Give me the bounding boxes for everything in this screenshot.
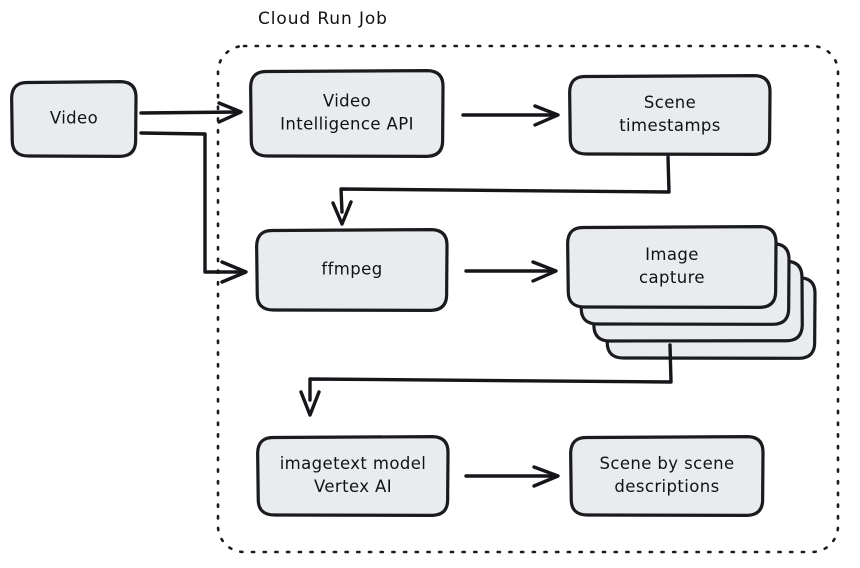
connector-scene-timestamps-to-ffmpeg [331,155,671,226]
node-image-capture-shape[interactable] [566,225,778,309]
connector-ffmpeg-to-image-capture-arrowhead-icon [531,260,558,283]
node-video-shape[interactable] [10,80,138,158]
connector-image-capture-to-imagetext-model [299,343,673,417]
cloud-run-job-group-label: Cloud Run Job [258,9,388,29]
connector-scene-timestamps-to-ffmpeg-line [339,155,671,214]
connector-video-intelligence-api-to-scene-timestamps-arrowhead-icon [533,104,560,127]
connector-image-capture-to-imagetext-model-arrowhead-icon [299,390,321,417]
connector-video-to-video-intelligence-api-line [139,110,241,115]
connector-imagetext-model-to-scene-descriptions [464,465,560,488]
node-imagetext-model-vertex-ai-shape[interactable] [256,435,450,517]
connector-video-to-ffmpeg [139,131,248,284]
cloud-run-job-group-frame [216,44,840,554]
connectors-layer [139,101,673,488]
connector-scene-timestamps-to-ffmpeg-arrowhead-icon [331,200,353,226]
node-scene-by-scene-descriptions-shape[interactable] [569,435,765,517]
node-video-intelligence-api-shape[interactable] [249,69,445,158]
node-scene-timestamps-shape[interactable] [568,74,772,156]
node-ffmpeg[interactable]: ffmpeg [255,228,449,312]
connector-video-to-ffmpeg-arrowhead-icon [220,260,248,284]
connector-ffmpeg-to-image-capture [464,260,558,283]
connector-imagetext-model-to-scene-descriptions-arrowhead-icon [532,465,560,488]
connector-image-capture-to-imagetext-model-line [308,343,673,402]
node-video[interactable]: Video [10,80,138,158]
connector-video-to-ffmpeg-line [139,131,242,274]
connector-video-intelligence-api-to-scene-timestamps [461,104,560,127]
node-ffmpeg-shape[interactable] [255,228,449,312]
connector-video-to-video-intelligence-api-arrowhead-icon [217,101,243,124]
connector-video-to-video-intelligence-api [139,101,243,124]
